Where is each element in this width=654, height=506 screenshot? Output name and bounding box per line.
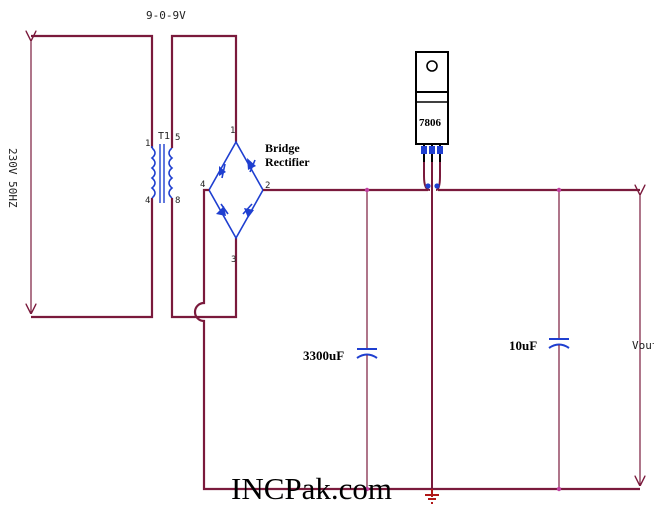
bridge-pin-right: 2 (265, 181, 270, 191)
transformer-core (159, 144, 165, 203)
transformer (150, 144, 174, 203)
bridge-label-line1: Bridge (265, 141, 300, 155)
pin-secondary-top: 5 (175, 133, 180, 143)
transformer-rating: 9-0-9V (146, 9, 186, 22)
voltage-regulator (415, 51, 449, 162)
junction-dots (364, 187, 562, 492)
primary-coil (150, 147, 156, 199)
diode-bottom-left (216, 203, 229, 216)
vout-label: Vout (632, 339, 654, 352)
input-capacitor-label: 3300uF (303, 348, 344, 363)
pin-primary-bottom: 4 (145, 196, 150, 206)
diode-bottom-right (242, 203, 254, 218)
diode-top-left (219, 163, 226, 179)
bridge-pin-top: 1 (230, 126, 235, 136)
diode-top-right (247, 158, 256, 173)
input-capacitor (356, 190, 378, 489)
bridge-label-line2: Rectifier (265, 155, 310, 169)
regulator-pin-wiring (423, 162, 441, 489)
bridge-outline (208, 140, 264, 240)
regulator-pin-dots (425, 183, 440, 189)
output-capacitor-label: 10uF (509, 338, 537, 353)
bridge-pin-left: 4 (200, 180, 205, 190)
negative-return-wire (193, 188, 640, 491)
secondary-coil (168, 147, 174, 199)
pin-secondary-bottom: 8 (175, 196, 180, 206)
bridge-rectifier (208, 140, 264, 240)
bridge-pin-bottom: 3 (231, 255, 236, 265)
output-capacitor (548, 190, 570, 489)
pin-primary-top: 1 (145, 139, 150, 149)
watermark: INCPak.com (231, 471, 392, 506)
ground-symbol (425, 489, 439, 504)
regulator-label: 7806 (419, 117, 442, 129)
mains-input-loop (31, 36, 154, 319)
mains-label: 230V 50HZ (6, 148, 19, 208)
secondary-wiring (170, 34, 238, 319)
transformer-name: T1 (158, 131, 170, 142)
